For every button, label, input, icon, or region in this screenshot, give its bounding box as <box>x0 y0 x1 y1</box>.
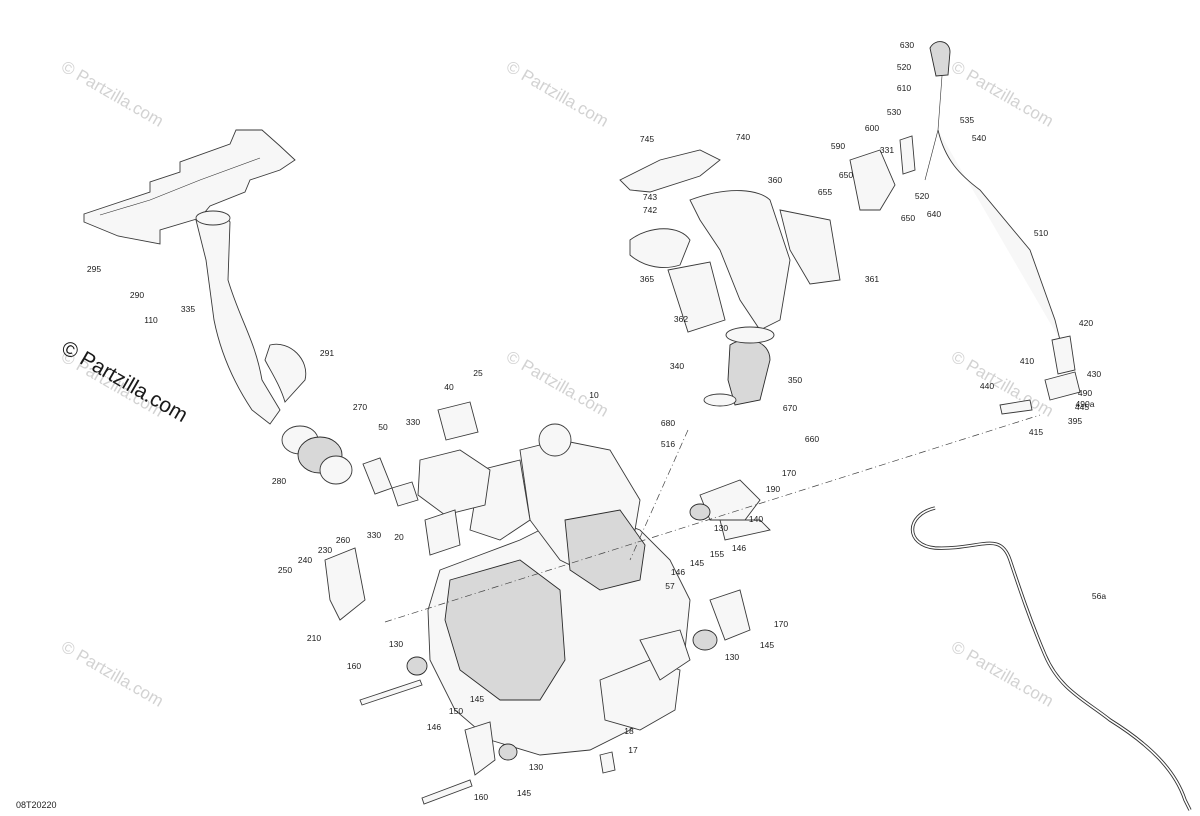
callout-label[interactable]: 331 <box>880 145 894 155</box>
callout-label[interactable]: 240 <box>298 555 312 565</box>
callout-label[interactable]: 130 <box>529 762 543 772</box>
callout-label[interactable]: 25 <box>473 368 483 378</box>
callout-label[interactable]: 20 <box>394 532 404 542</box>
cable-56a[interactable] <box>910 506 1192 811</box>
callout-label[interactable]: 670 <box>783 403 797 413</box>
callout-label[interactable]: 145 <box>690 558 704 568</box>
callout-label[interactable]: 190 <box>766 484 780 494</box>
callout-label[interactable]: 146 <box>671 567 685 577</box>
callout-label[interactable]: 150 <box>449 706 463 716</box>
callout-label[interactable]: 130 <box>714 523 728 533</box>
callout-label[interactable]: 170 <box>774 619 788 629</box>
callout-label[interactable]: 146 <box>732 543 746 553</box>
callout-label[interactable]: 130 <box>725 652 739 662</box>
callout-label[interactable]: 410 <box>1020 356 1034 366</box>
callout-label[interactable]: 40 <box>444 382 454 392</box>
callout-label[interactable]: 445 <box>1075 402 1089 412</box>
callout-label[interactable]: 520 <box>897 62 911 72</box>
callout-label[interactable]: 340 <box>670 361 684 371</box>
callout-label[interactable]: 50 <box>378 422 388 432</box>
watermark-text: © Partzilla.com <box>503 57 612 131</box>
shift-lever-assembly[interactable] <box>849 41 1081 415</box>
callout-label[interactable]: 140 <box>749 514 763 524</box>
intake-duct-assembly[interactable] <box>619 149 841 407</box>
callout-label[interactable]: 155 <box>710 549 724 559</box>
callout-label[interactable]: 610 <box>897 83 911 93</box>
callout-label[interactable]: 680 <box>661 418 675 428</box>
callout-label[interactable]: 600 <box>865 123 879 133</box>
callout-label[interactable]: 270 <box>353 402 367 412</box>
callout-label[interactable]: 146 <box>427 722 441 732</box>
callout-label[interactable]: 330 <box>406 417 420 427</box>
callout-label[interactable]: 57 <box>665 581 675 591</box>
callout-label[interactable]: 145 <box>517 788 531 798</box>
alignment-guide-line <box>384 414 1041 623</box>
callout-label[interactable]: 510 <box>1034 228 1048 238</box>
drawing-code: 08T20220 <box>16 800 57 810</box>
callout-label[interactable]: 490a <box>1076 399 1095 409</box>
callout-label[interactable]: 650 <box>901 213 915 223</box>
callout-label[interactable]: 335 <box>181 304 195 314</box>
engine-block[interactable] <box>427 423 691 756</box>
callout-label[interactable]: 10 <box>589 390 599 400</box>
engine-mounts[interactable] <box>324 479 771 805</box>
callout-layer: 630 520 610 530 535 600 540 331 590 650 655 520 640 6… <box>87 40 1106 802</box>
callout-label[interactable]: 742 <box>643 205 657 215</box>
callout-label[interactable]: 655 <box>818 187 832 197</box>
callout-label[interactable]: 330 <box>367 530 381 540</box>
watermark-text: © Partzilla.com <box>58 57 167 131</box>
callout-label[interactable]: 540 <box>972 133 986 143</box>
callout-label[interactable]: 430 <box>1087 369 1101 379</box>
callout-label[interactable]: 660 <box>805 434 819 444</box>
callout-label[interactable]: 743 <box>643 192 657 202</box>
callout-label[interactable]: 160 <box>474 792 488 802</box>
callout-label[interactable]: 745 <box>640 134 654 144</box>
callout-label[interactable]: 650 <box>839 170 853 180</box>
callout-label[interactable]: 250 <box>278 565 292 575</box>
callout-label[interactable]: 130 <box>389 639 403 649</box>
callout-label[interactable]: 56a <box>1092 591 1106 601</box>
callout-label[interactable]: 170 <box>782 468 796 478</box>
callout-label[interactable]: 260 <box>336 535 350 545</box>
callout-label[interactable]: 361 <box>865 274 879 284</box>
callout-label[interactable]: 365 <box>640 274 654 284</box>
callout-label[interactable]: 350 <box>788 375 802 385</box>
callout-label[interactable]: 440 <box>980 381 994 391</box>
callout-label[interactable]: 290 <box>130 290 144 300</box>
callout-label[interactable]: 395 <box>1068 416 1082 426</box>
callout-label[interactable]: 230 <box>318 545 332 555</box>
callout-label[interactable]: 520 <box>915 191 929 201</box>
heat-shield-plate[interactable] <box>83 129 296 245</box>
callout-label[interactable]: 110 <box>144 315 158 325</box>
callout-label[interactable]: 145 <box>470 694 484 704</box>
callout-label[interactable]: 590 <box>831 141 845 151</box>
callout-label[interactable]: 17 <box>628 745 638 755</box>
callout-label[interactable]: 740 <box>736 132 750 142</box>
callout-label[interactable]: 360 <box>768 175 782 185</box>
callout-label[interactable]: 516 <box>661 439 675 449</box>
watermark-prominent: © Partzilla.com <box>58 336 192 427</box>
callout-label[interactable]: 530 <box>887 107 901 117</box>
clamp-assembly[interactable] <box>281 425 353 485</box>
callout-label[interactable]: 210 <box>307 633 321 643</box>
callout-label[interactable]: 280 <box>272 476 286 486</box>
callout-label[interactable]: 362 <box>674 314 688 324</box>
callout-label[interactable]: 291 <box>320 348 334 358</box>
watermark-text: © Partzilla.com <box>503 347 612 421</box>
watermark-text: © Partzilla.com <box>58 637 167 711</box>
callout-label[interactable]: 160 <box>347 661 361 671</box>
electronic-module[interactable] <box>362 401 491 556</box>
callout-label[interactable]: 640 <box>927 209 941 219</box>
callout-label[interactable]: 630 <box>900 40 914 50</box>
callout-label[interactable]: 18 <box>624 726 634 736</box>
callout-label[interactable]: 490 <box>1078 388 1092 398</box>
callout-label[interactable]: 295 <box>87 264 101 274</box>
callout-label[interactable]: 145 <box>760 640 774 650</box>
callout-label[interactable]: 415 <box>1029 427 1043 437</box>
intake-tube[interactable] <box>195 210 307 425</box>
callout-label[interactable]: 535 <box>960 115 974 125</box>
watermark-prominent-text: © Partzilla.com <box>58 336 192 427</box>
callout-label[interactable]: 420 <box>1079 318 1093 328</box>
